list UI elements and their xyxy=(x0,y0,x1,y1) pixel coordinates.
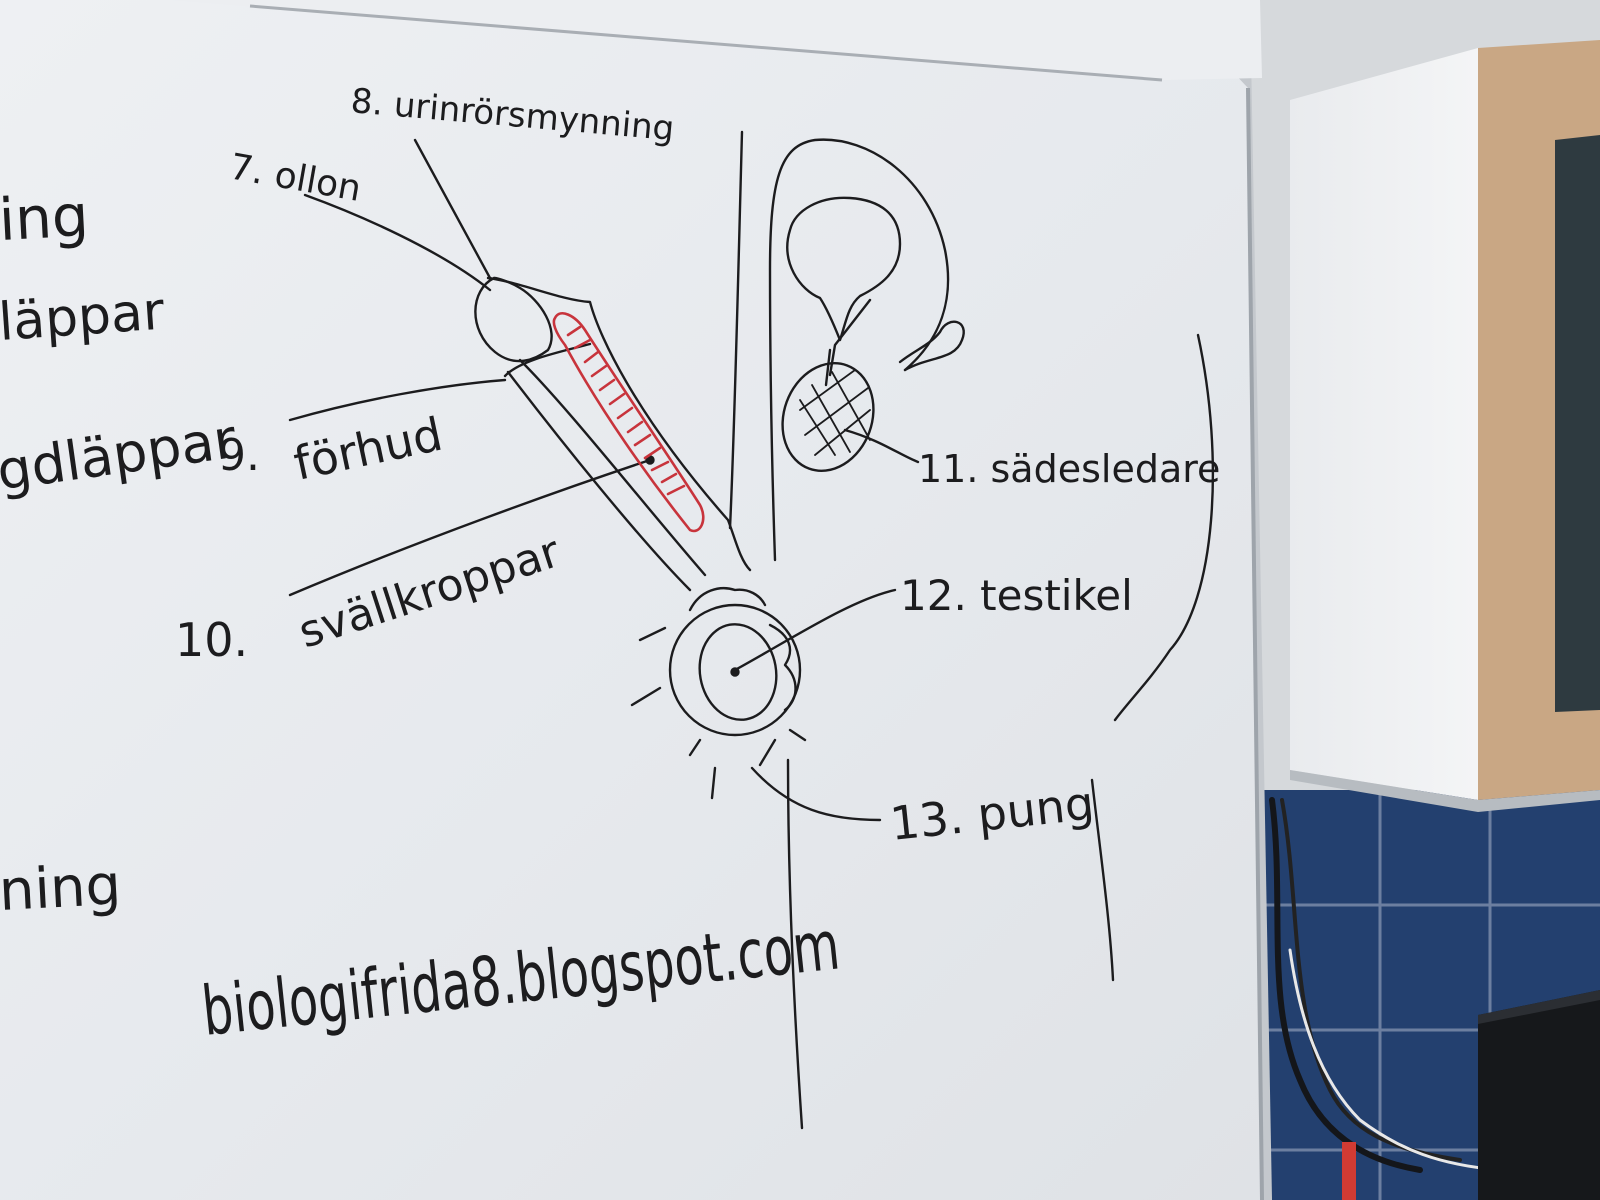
wall-cabinet xyxy=(1290,40,1600,812)
label-10-number: 10. xyxy=(175,613,248,667)
left-fragment-2: läppar xyxy=(0,282,167,353)
label-9-number: 9. xyxy=(218,430,260,481)
left-fragment-1: ing xyxy=(0,181,90,254)
left-fragment-4: ning xyxy=(0,853,123,924)
label-testikel: 12. testikel xyxy=(900,571,1133,620)
label-sadesledare: 11. sädesledare xyxy=(918,447,1220,491)
red-clip xyxy=(1342,1142,1356,1200)
av-equipment-box xyxy=(1478,990,1600,1200)
